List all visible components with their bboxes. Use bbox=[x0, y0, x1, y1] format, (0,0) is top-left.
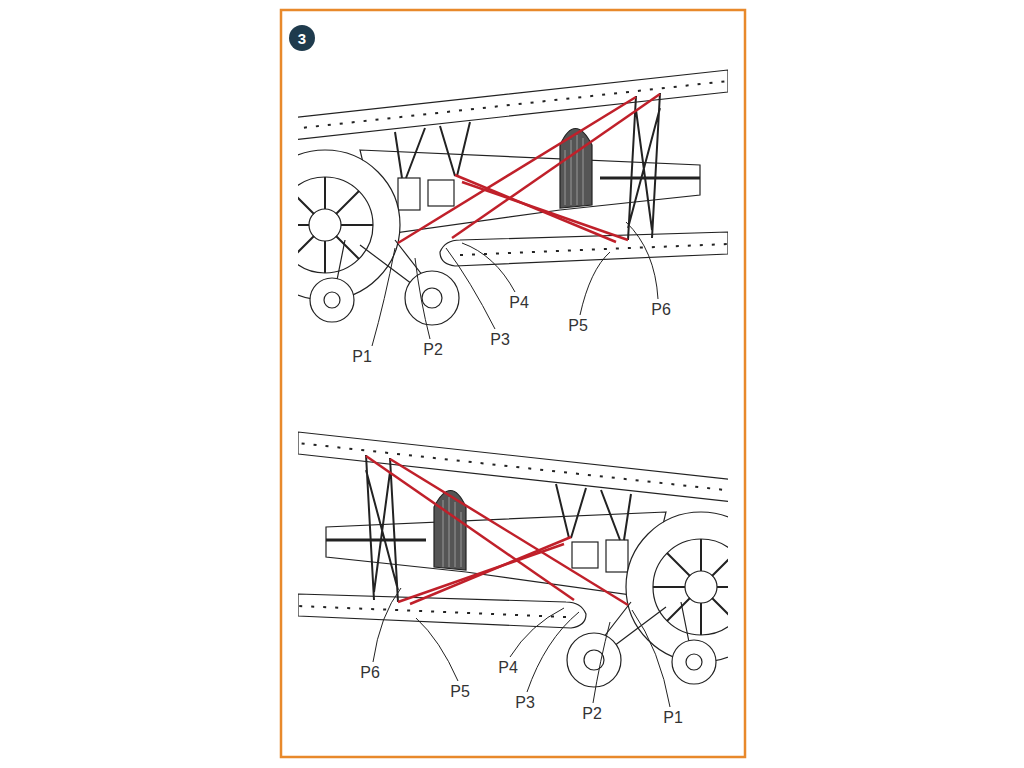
part-label: P6 bbox=[650, 301, 672, 319]
part-label: P5 bbox=[449, 683, 471, 701]
step-number: 3 bbox=[289, 25, 315, 51]
biplane-drawing bbox=[298, 70, 728, 325]
biplane-drawing-mirrored bbox=[298, 432, 776, 687]
part-label: P2 bbox=[581, 705, 603, 723]
step-number-text: 3 bbox=[298, 30, 306, 47]
part-label: P1 bbox=[662, 709, 684, 727]
part-label: P3 bbox=[514, 694, 536, 712]
part-label: P4 bbox=[508, 294, 530, 312]
leader-lines bbox=[372, 222, 670, 707]
part-label: P2 bbox=[422, 341, 444, 359]
part-label: P1 bbox=[351, 348, 373, 366]
part-label: P6 bbox=[359, 664, 381, 682]
part-label: P4 bbox=[497, 659, 519, 677]
part-label: P3 bbox=[489, 331, 511, 349]
part-label: P5 bbox=[567, 317, 589, 335]
